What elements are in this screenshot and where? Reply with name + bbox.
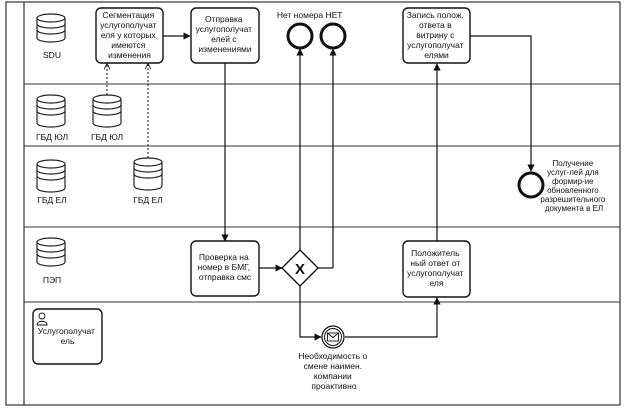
end-event-no[interactable] (319, 22, 347, 50)
database-icon-gbd-ul-1 (36, 94, 66, 128)
task-send-label: Отправка услугополучат елей с изменениям… (196, 14, 255, 54)
database-icon-gbd-ul-2 (92, 94, 122, 128)
database-icon-pep (36, 237, 66, 267)
db-label-gbd-el-2: ГБД ЕЛ (133, 195, 163, 205)
task-recipient-label: Услугополучат ель (38, 326, 98, 346)
flow-gateway-to-message (299, 286, 322, 341)
task-segmentation-label: Сегментация услугополучат еля у которых … (100, 10, 159, 60)
task-send[interactable] (190, 7, 260, 64)
database-icon-sdu (36, 13, 66, 43)
task-write-positive-label: Запись полож. ответа в витрину с услугоп… (407, 10, 467, 60)
db-label-gbd-ul-2: ГБД ЮЛ (91, 132, 123, 142)
end-event-no-label: НЕТ (326, 10, 343, 20)
task-check-number[interactable] (190, 240, 260, 297)
end-event-receive[interactable] (517, 171, 545, 199)
end-event-no-number[interactable] (286, 22, 314, 50)
flow-message-to-positive (345, 297, 441, 338)
user-icon (36, 312, 48, 326)
envelope-icon (327, 332, 339, 342)
task-check-number-label: Проверка на номер в БМГ, отправка смс (198, 252, 253, 282)
db-label-sdu: SDU (43, 50, 61, 60)
flow-write-to-receive (470, 35, 535, 172)
task-write-positive[interactable] (402, 7, 471, 64)
task-recipient[interactable] (32, 308, 103, 365)
exclusive-gateway[interactable]: X (281, 249, 319, 287)
db-label-gbd-ul-1: ГБД ЮЛ (36, 132, 68, 142)
database-icon-gbd-el-2 (133, 157, 163, 191)
message-event-label: Необходимость о смене наимен. компании п… (298, 351, 369, 391)
task-segmentation[interactable] (95, 7, 164, 64)
message-event[interactable] (321, 325, 345, 349)
task-positive-answer[interactable] (402, 240, 471, 298)
task-positive-answer-label: Положитель ный ответ от услугополучат ел… (407, 248, 466, 288)
end-event-receive-label: Получение услуг-лей для формир-ие обновл… (540, 159, 607, 213)
db-label-gbd-el-1: ГБД ЕЛ (37, 195, 67, 205)
db-label-pep: ПЭП (43, 275, 61, 285)
gateway-x-icon: X (295, 261, 305, 278)
database-icon-gbd-el-1 (36, 159, 66, 193)
end-event-no-number-label: Нет номера (277, 10, 324, 20)
